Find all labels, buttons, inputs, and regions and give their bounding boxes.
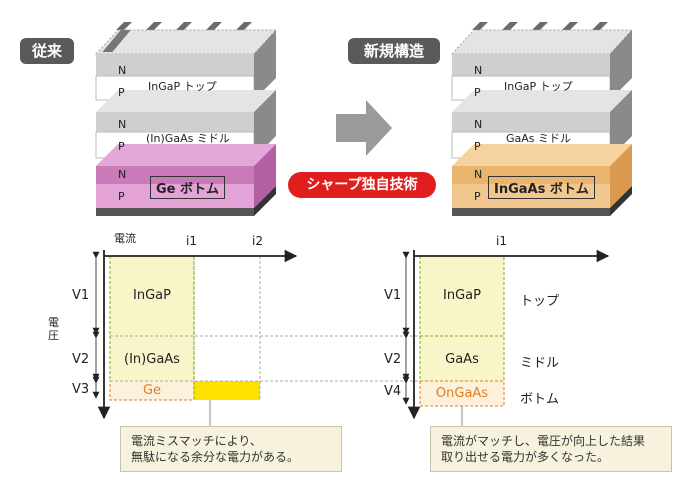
left-block-gaas: (In)GaAs: [124, 352, 180, 367]
right-v1: V1: [384, 288, 402, 303]
left-layer3-name: Ge ボトム: [150, 176, 226, 199]
side-label-top: トップ: [520, 294, 560, 309]
right-layer3-p: P: [474, 190, 481, 203]
voltage-axis-label: 電圧: [48, 316, 59, 342]
right-layer1-p: P: [474, 86, 481, 99]
left-note-line1: 電流ミスマッチにより、: [131, 434, 262, 448]
left-v3: V3: [72, 382, 90, 397]
left-block-ingap: InGaP: [133, 288, 171, 303]
right-layer2-p: P: [474, 140, 481, 153]
right-note: 電流がマッチし、電圧が向上した結果 取り出せる電力が多くなった。: [430, 426, 672, 472]
conventional-tag: 従来: [20, 38, 74, 64]
right-block-ingap: InGaP: [443, 288, 481, 303]
left-layer3-n: N: [118, 168, 127, 181]
new-cell-stack: [450, 22, 634, 216]
sharp-tech-badge: シャープ独自技術: [288, 172, 436, 198]
right-note-line1: 電流がマッチし、電圧が向上した結果: [441, 434, 646, 448]
new-structure-tag: 新規構造: [348, 38, 440, 64]
right-graph: [330, 249, 610, 426]
left-layer2-p: P: [118, 140, 125, 153]
left-v2: V2: [72, 352, 90, 367]
left-note-line2: 無駄になる余分な電力がある。: [131, 450, 300, 464]
left-layer1-name: InGaP トップ: [148, 80, 217, 93]
side-label-bottom: ボトム: [520, 392, 560, 407]
left-layer1-n: N: [118, 64, 127, 77]
conventional-cell-stack: [94, 22, 278, 216]
right-v4: V4: [384, 384, 402, 399]
left-i1: i1: [186, 234, 197, 248]
right-layer2-n: N: [474, 118, 483, 131]
right-note-line2: 取り出せる電力が多くなった。: [441, 450, 610, 464]
left-v1: V1: [72, 288, 90, 303]
right-layer1-n: N: [474, 64, 483, 77]
transition-arrow: [336, 100, 392, 156]
left-note: 電流ミスマッチにより、 無駄になる余分な電力がある。: [120, 426, 342, 472]
right-layer3-n: N: [474, 168, 483, 181]
left-graph: [92, 249, 330, 426]
right-v2: V2: [384, 352, 402, 367]
current-axis-label: 電流: [114, 232, 136, 245]
right-block-ongaas: OnGaAs: [435, 386, 489, 401]
right-i1: i1: [496, 234, 507, 248]
left-block-ge: Ge: [142, 383, 162, 398]
right-layer2-name: GaAs ミドル: [506, 132, 572, 145]
left-layer2-n: N: [118, 118, 127, 131]
left-layer1-p: P: [118, 86, 125, 99]
right-block-gaas: GaAs: [445, 352, 479, 367]
left-layer2-name: (In)GaAs ミドル: [146, 132, 230, 145]
right-layer3-name: InGaAs ボトム: [488, 176, 595, 199]
left-i2: i2: [252, 234, 263, 248]
side-label-middle: ミドル: [520, 356, 560, 371]
left-layer3-p: P: [118, 190, 125, 203]
right-layer1-name: InGaP トップ: [504, 80, 573, 93]
